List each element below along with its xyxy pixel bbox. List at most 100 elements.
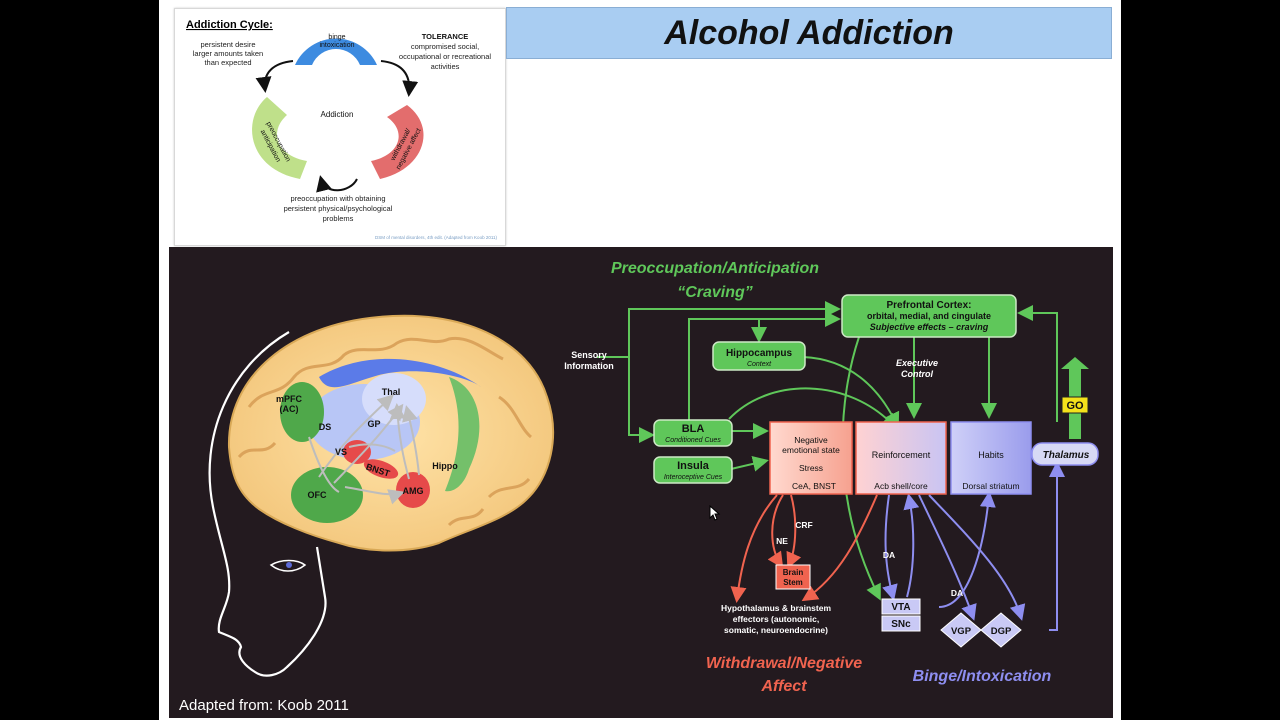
label-ac: (AC) [280, 404, 299, 414]
tolerance-note-2: occupational or recreational [399, 52, 491, 61]
arrow-icon [380, 60, 419, 97]
binge-segment [295, 38, 377, 65]
negative-label-2: emotional state [782, 445, 840, 455]
arrow-icon [255, 60, 294, 93]
brain-illustration: mPFC (AC) Thal DS GP VS BNST OFC AMG Hip… [208, 314, 555, 677]
vta-label: VTA [891, 602, 910, 613]
insula-box [653, 456, 733, 484]
dgp-diamond [980, 612, 1022, 648]
ne-label: NE [776, 536, 788, 546]
pfc-box [841, 294, 1017, 338]
sensory-label-2: Information [564, 361, 614, 371]
negative-emotional-state-box [769, 421, 853, 495]
bnst-shape [363, 459, 399, 479]
label-ofc: OFC [308, 490, 327, 500]
hypo-label-3: somatic, neuroendocrine) [724, 625, 828, 635]
arrow-icon [316, 175, 358, 193]
slide-title: Alcohol Addiction [664, 14, 954, 52]
preoccupation-segment [252, 97, 307, 179]
sensory-label-1: Sensory [571, 350, 607, 360]
da-label-1: DA [883, 550, 895, 560]
cycle-center-label: Addiction [321, 110, 354, 119]
neurocircuitry-diagram: mPFC (AC) Thal DS GP VS BNST OFC AMG Hip… [208, 260, 1099, 695]
cycle-heading: Addiction Cycle: [186, 19, 273, 31]
insula-sub: Interoceptive Cues [664, 474, 723, 481]
label-hippo: Hippo [432, 461, 458, 471]
hypo-label-2: effectors (autonomic, [733, 614, 819, 624]
stage-binge: Binge/Intoxication [913, 668, 1052, 685]
dorsal-striatum-label: Dorsal striatum [962, 481, 1019, 491]
insula-label: Insula [677, 460, 710, 472]
cycle-bottom-note-1: preoccupation with obtaining [290, 194, 385, 203]
crf-label: CRF [795, 520, 812, 530]
bla-box [653, 419, 733, 447]
withdrawal-segment [371, 105, 424, 179]
executive-label-2: Control [901, 369, 933, 379]
face-outline [208, 331, 327, 677]
hippocampus-sub: Context [747, 361, 772, 368]
stage-craving: “Craving” [677, 284, 753, 301]
pfc-italic: Subjective effects – craving [870, 322, 989, 332]
tolerance-title: TOLERANCE [422, 32, 469, 41]
stage-withdrawal-1: Withdrawal/Negative [706, 655, 862, 672]
cycle-source: DSM of mental disorders, 4th edit. (Adap… [375, 235, 497, 240]
pfc-sub: orbital, medial, and cingulate [867, 311, 991, 321]
addiction-cycle-diagram: Addiction Cycle: binge intoxication with… [186, 19, 497, 240]
go-badge [1061, 396, 1089, 414]
tolerance-note-3: activities [431, 62, 460, 71]
mpfc-shape [280, 382, 324, 442]
stage-withdrawal-2: Affect [760, 678, 807, 695]
tolerance-note-1: compromised social, [411, 42, 479, 51]
stage-preoccupation: Preoccupation/Anticipation [611, 260, 819, 277]
brain-stem-label-2: Stem [783, 578, 803, 587]
binge-label-1: binge [328, 34, 345, 41]
acb-label: Acb shell/core [874, 481, 928, 491]
mouse-cursor-icon [709, 505, 721, 521]
corpus-callosum-shape [319, 358, 481, 388]
da-label-2: DA [951, 588, 963, 598]
snc-box [881, 615, 921, 632]
brain-stem-box [775, 564, 811, 590]
label-gp: GP [367, 419, 380, 429]
habits-label: Habits [978, 450, 1004, 460]
hippocampus-box [712, 341, 806, 371]
ofc-shape [291, 467, 363, 523]
slide-title-box: Alcohol Addiction [506, 7, 1112, 59]
vgp-label: VGP [951, 626, 972, 637]
cycle-left-note-1: persistent desire [200, 40, 255, 49]
label-thal: Thal [382, 387, 401, 397]
cea-bnst-label: CeA, BNST [792, 481, 836, 491]
thalamus-box [1031, 442, 1099, 466]
dgp-label: DGP [991, 626, 1012, 637]
addiction-cycle-panel: Addiction Cycle: binge intoxication with… [174, 8, 506, 246]
hypo-label-1: Hypothalamus & brainstem [721, 603, 831, 613]
pfc-title: Prefrontal Cortex: [886, 300, 971, 311]
go-label: GO [1066, 400, 1084, 412]
koob-diagram-panel: mPFC (AC) Thal DS GP VS BNST OFC AMG Hip… [169, 247, 1113, 718]
snc-label: SNc [891, 619, 911, 630]
cycle-bottom-note-2: persistent physical/psychological [284, 204, 393, 213]
label-vs: VS [335, 447, 347, 457]
vta-box [881, 598, 921, 615]
reinforcement-box [855, 421, 947, 495]
habits-box [950, 421, 1032, 495]
executive-label-1: Executive [896, 358, 938, 368]
brain-stem-label-1: Brain [783, 568, 804, 577]
negative-label-1: Negative [794, 435, 828, 445]
cycle-left-note-2: larger amounts taken [193, 49, 263, 58]
bla-label: BLA [682, 423, 705, 435]
reinforcement-label: Reinforcement [872, 450, 931, 460]
bla-sub: Conditioned Cues [665, 437, 721, 444]
label-amg: AMG [403, 486, 424, 496]
cycle-bottom-note-3: problems [323, 214, 354, 223]
hippocampus-label: Hippocampus [726, 348, 793, 359]
eye-icon [269, 559, 307, 572]
binge-label-2: intoxication [319, 42, 354, 49]
stress-label: Stress [799, 463, 823, 473]
cycle-left-note-3: than expected [204, 58, 251, 67]
label-ds: DS [319, 422, 332, 432]
source-caption: Adapted from: Koob 2011 [179, 697, 349, 714]
thalamus-label: Thalamus [1043, 450, 1090, 461]
label-mpfc: mPFC [276, 394, 303, 404]
hippocampus-shape [445, 377, 480, 492]
